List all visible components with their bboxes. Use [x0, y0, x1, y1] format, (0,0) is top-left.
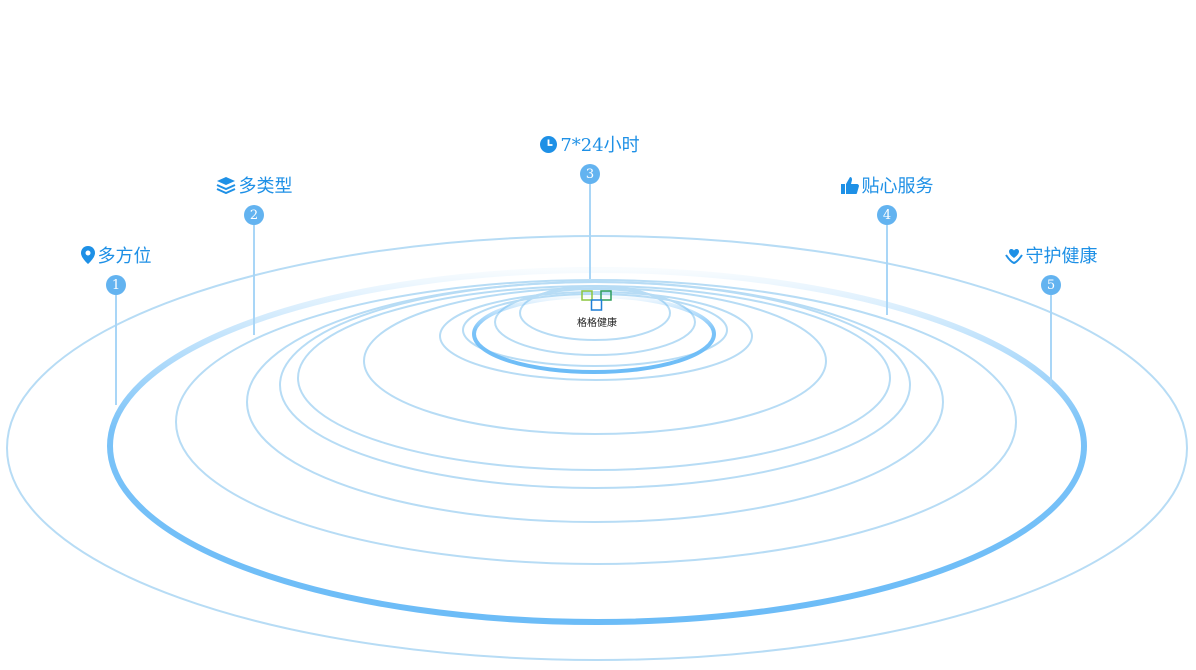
ring — [6, 235, 1188, 661]
thumbs-up-icon — [840, 176, 859, 194]
feature-number-badge: 3 — [580, 164, 600, 184]
feature-number-badge: 1 — [106, 275, 126, 295]
ring — [494, 288, 696, 356]
logo: 格格健康 — [572, 290, 622, 329]
feature-multi-direction: 多方位 1 — [66, 243, 166, 405]
feature-health-guard: 守护健康 5 — [991, 243, 1111, 385]
connector-line — [1050, 295, 1052, 385]
clock-icon — [540, 135, 558, 153]
connector-line — [886, 225, 888, 315]
ring — [175, 279, 1017, 565]
feature-label: 多类型 — [238, 176, 293, 197]
feature-label: 贴心服务 — [861, 176, 934, 197]
feature-number-badge: 5 — [1041, 275, 1061, 295]
connector-line — [589, 184, 591, 279]
feature-multi-type: 多类型 2 — [204, 173, 304, 335]
ring — [462, 293, 728, 367]
feature-caring-service: 贴心服务 4 — [827, 173, 947, 315]
feature-label: 7*24小时 — [560, 135, 640, 156]
logo-mark — [581, 290, 612, 311]
feature-label: 多方位 — [97, 246, 152, 267]
ring — [439, 291, 753, 381]
logo-text: 格格健康 — [577, 318, 617, 329]
feature-24-7: 7*24小时 3 — [530, 132, 650, 279]
location-pin-icon — [80, 246, 95, 264]
layers-icon — [216, 177, 235, 194]
heart-hand-icon — [1004, 248, 1023, 264]
connector-line — [253, 225, 255, 335]
ring-highlight — [107, 267, 1087, 625]
connector-line — [115, 295, 117, 405]
feature-number-badge: 2 — [244, 205, 264, 225]
ring-highlight — [472, 294, 716, 374]
feature-number-badge: 4 — [877, 205, 897, 225]
ring — [279, 281, 911, 489]
ring — [519, 285, 671, 341]
feature-label: 守护健康 — [1025, 246, 1098, 267]
